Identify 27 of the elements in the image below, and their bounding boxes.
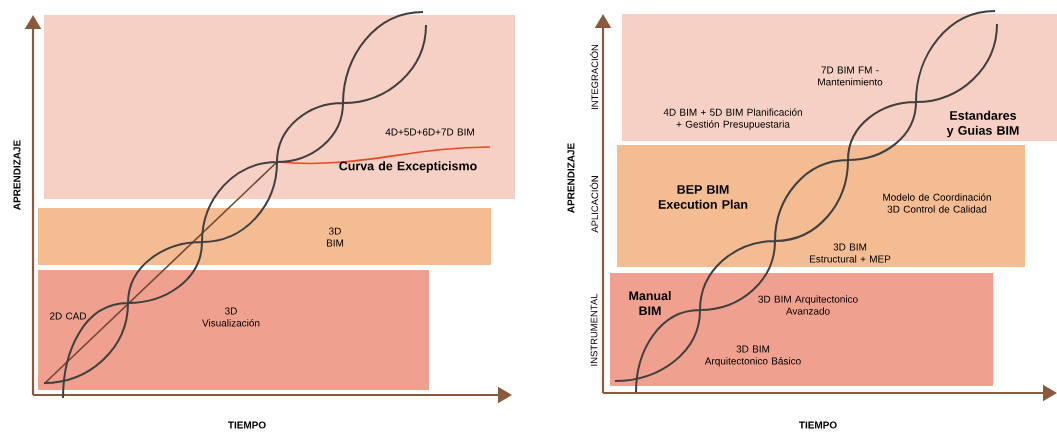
band-label: 3D BIM Arquitectonico Básico (704, 345, 801, 367)
axis-label: INSTRUMENTAL (590, 293, 598, 366)
band-label: 3D Visualización (202, 307, 260, 327)
band (610, 273, 993, 386)
band-label: 3D BIM Estructural + MEP (810, 243, 891, 263)
band-label: Curva de Excepticismo (339, 161, 477, 173)
band-label: Modelo de Coordinación 3D Control de Calidad (883, 193, 991, 213)
band-label: Manual BIM (629, 291, 671, 315)
band (617, 145, 1025, 267)
band (38, 208, 491, 265)
band (622, 14, 1057, 141)
band-label: 3D BIM Arquitectonico Avanzado (758, 295, 858, 315)
band-label: 4D+5D+6D+7D BIM (385, 128, 474, 136)
band (44, 15, 515, 199)
axis-label: APRENDIZAJE (13, 140, 21, 210)
band-label: BEP BIM Execution Plan (658, 185, 748, 209)
band-label: 2D CAD (49, 312, 87, 320)
axis-label: TIEMPO (799, 421, 837, 429)
axis-label: APLICACIÓN (589, 176, 599, 233)
band-label: 7D BIM FM - Mantenimiento (818, 66, 883, 86)
axis-label: INTEGRACIÓN (589, 44, 599, 109)
axis-label: TIEMPO (228, 421, 266, 429)
axis-label: APRENDIZAJE (567, 143, 575, 213)
band-label: 3D BIM (326, 227, 344, 247)
band-label: 4D BIM + 5D BIM Planificación + Gestión Presupuestaria (663, 108, 802, 130)
band (38, 270, 429, 390)
band-label: Estandares y Guias BIM (946, 110, 1019, 138)
